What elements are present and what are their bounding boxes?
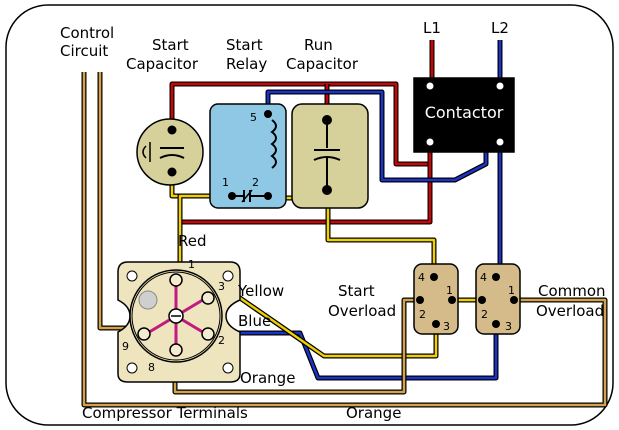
label-start-capacitor-line1: Start — [152, 36, 189, 54]
label-control-line1: Control — [60, 24, 114, 42]
label-run-capacitor-line1: Run — [304, 36, 333, 54]
common-overload-terminal-2: 2 — [481, 308, 488, 321]
compressor-num-1: 1 — [188, 258, 195, 271]
compressor-num-9: 9 — [122, 340, 129, 353]
label-start-overload-line1: Start — [338, 282, 375, 300]
label-orange-inner: Orange — [240, 369, 295, 387]
compressor-terminals[interactable]: 1 3 2 8 9 — [117, 258, 241, 383]
relay-terminal-1: 1 — [222, 176, 229, 189]
label-red: Red — [178, 232, 207, 250]
compressor-num-8: 8 — [148, 361, 155, 374]
label-blue: Blue — [238, 312, 271, 330]
label-l1: L1 — [423, 19, 441, 37]
label-orange-bottom: Orange — [346, 404, 401, 422]
start-capacitor[interactable] — [136, 118, 204, 186]
label-common-overload-line1: Common — [538, 282, 606, 300]
contactor[interactable]: Contactor — [413, 77, 515, 153]
start-overload-terminal-4: 4 — [418, 271, 425, 284]
label-start-relay-line2: Relay — [226, 55, 267, 73]
label-start-capacitor-line2: Capacitor — [126, 55, 199, 73]
start-overload-terminal-1: 1 — [446, 284, 453, 297]
run-capacitor[interactable] — [291, 103, 369, 209]
label-yellow: Yellow — [237, 282, 284, 300]
common-overload-terminal-3: 3 — [505, 320, 512, 333]
blue-wires — [210, 40, 503, 381]
common-overload[interactable]: 4 1 2 3 — [475, 263, 521, 335]
control-circuit-wires — [81, 72, 608, 408]
start-overload-terminal-2: 2 — [419, 308, 426, 321]
start-relay[interactable]: 5 1 2 — [209, 103, 287, 209]
label-run-capacitor-line2: Capacitor — [286, 55, 359, 73]
start-overload[interactable]: 4 1 2 3 — [413, 263, 459, 335]
start-overload-terminal-3: 3 — [443, 320, 450, 333]
relay-terminal-2: 2 — [252, 176, 259, 189]
label-control-line2: Circuit — [60, 42, 108, 60]
common-overload-terminal-1: 1 — [508, 284, 515, 297]
compressor-num-2: 2 — [218, 334, 225, 347]
compressor-num-3: 3 — [218, 280, 225, 293]
label-l2: L2 — [491, 19, 509, 37]
label-start-relay-line1: Start — [226, 36, 263, 54]
label-compressor-terminals: Compressor Terminals — [82, 404, 248, 422]
contactor-label: Contactor — [425, 103, 504, 122]
label-common-overload-line2: Overload — [536, 302, 604, 320]
label-start-overload-line2: Overload — [328, 302, 396, 320]
relay-terminal-5: 5 — [250, 111, 257, 124]
common-overload-terminal-4: 4 — [480, 271, 487, 284]
